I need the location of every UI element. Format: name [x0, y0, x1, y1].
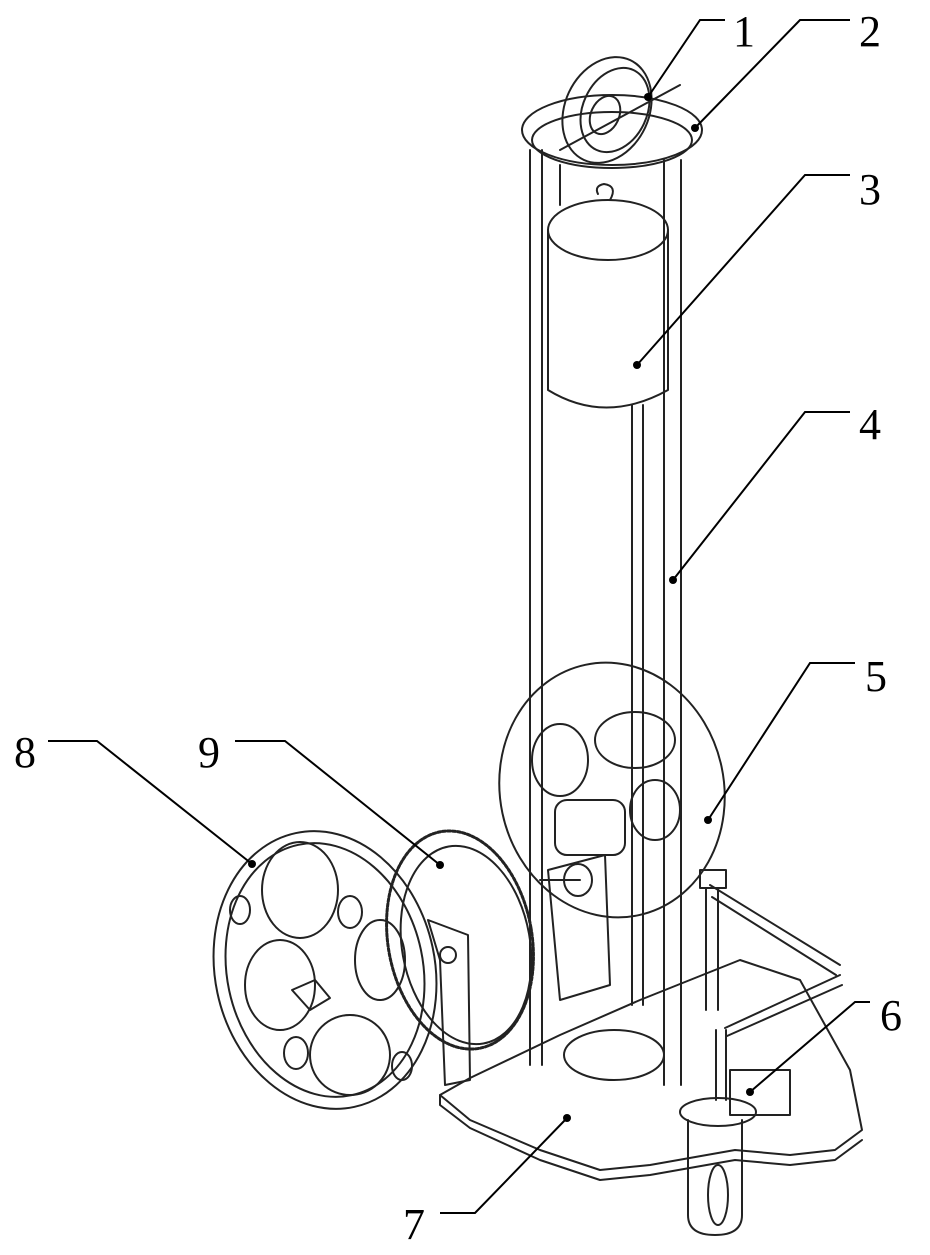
- label-8: 8: [14, 731, 36, 775]
- label-6: 6: [880, 994, 902, 1038]
- spur-gear: [370, 819, 550, 1061]
- base-hole: [564, 1030, 664, 1080]
- caster-wheel: [688, 1120, 742, 1235]
- front-wheel: [188, 810, 461, 1130]
- top-pulley: [546, 42, 669, 177]
- base-plate: [440, 960, 862, 1170]
- caster-block: [730, 1070, 790, 1115]
- label-7: 7: [403, 1203, 425, 1247]
- label-1: 1: [733, 10, 755, 54]
- label-9: 9: [198, 731, 220, 775]
- label-3: 3: [859, 168, 881, 212]
- label-5: 5: [865, 655, 887, 699]
- caster-mount: [680, 1098, 756, 1126]
- link-rod-upper: [710, 885, 840, 965]
- weight-cylinder: [548, 230, 668, 408]
- label-2: 2: [859, 10, 881, 54]
- label-4: 4: [859, 403, 881, 447]
- gear-bracket: [428, 920, 470, 1085]
